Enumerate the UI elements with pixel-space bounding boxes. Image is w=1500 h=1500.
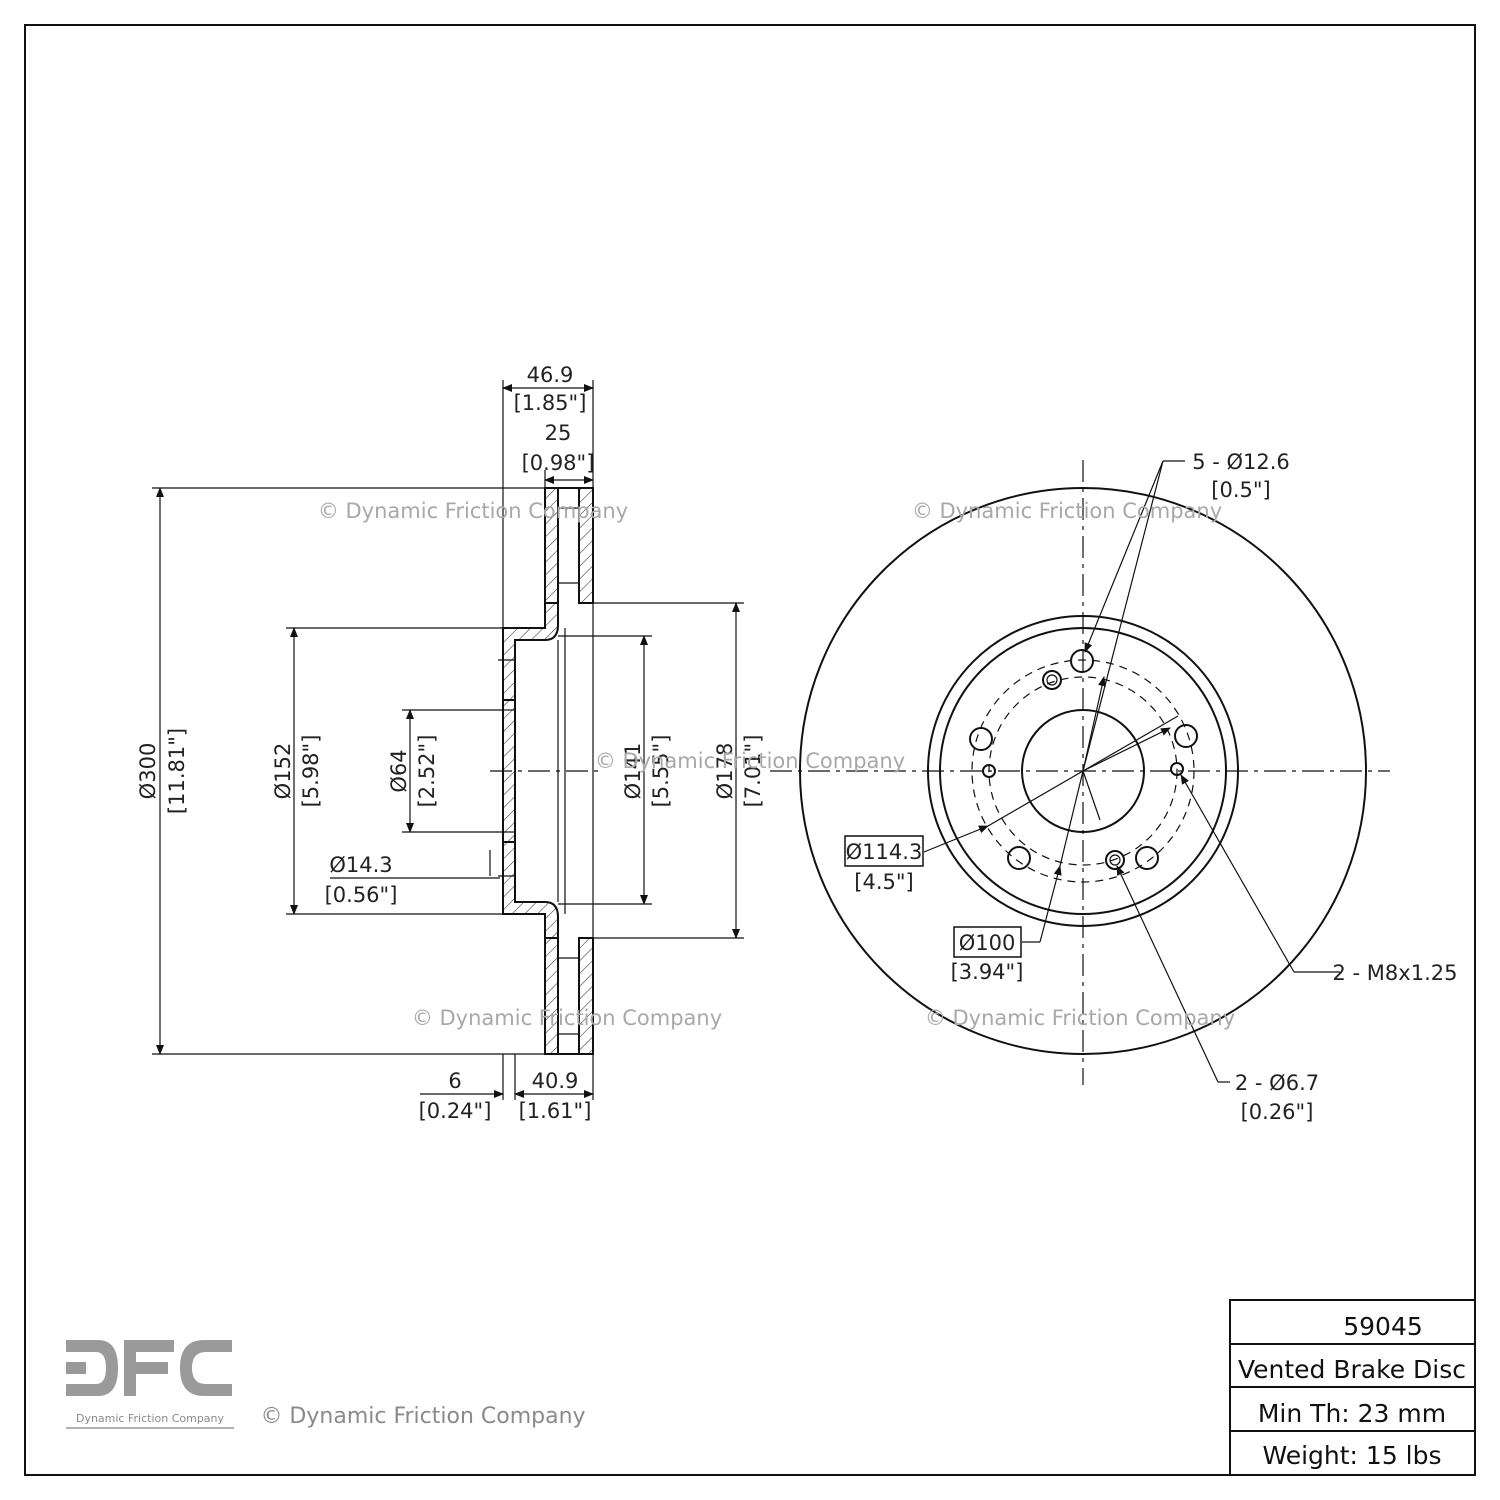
watermark-2: © Dynamic Friction Company	[912, 499, 1222, 523]
side-view	[490, 487, 600, 1055]
watermark-1: © Dynamic Friction Company	[318, 499, 628, 523]
logo-company-name: Dynamic Friction Company	[76, 1412, 225, 1425]
bolt-circle-1-in: [4.5"]	[854, 870, 913, 894]
center-bore-in: [2.52"]	[415, 735, 439, 808]
overall-width-mm: 46.9	[527, 363, 574, 387]
small-holes-mm: 2 - Ø6.7	[1235, 1071, 1319, 1095]
hat-diameter-mm: Ø152	[271, 743, 295, 800]
inner-diameter-in: [5.55"]	[649, 735, 673, 808]
overall-width-in: [1.85"]	[514, 391, 587, 415]
part-description: Vented Brake Disc	[1238, 1355, 1466, 1384]
hole-diameter-in: [0.56"]	[325, 883, 398, 907]
part-number: 59045	[1343, 1312, 1423, 1341]
rotor-thickness-in: [0.98"]	[522, 451, 595, 475]
bolt-circle-2-in: [3.94"]	[951, 960, 1024, 984]
min-thickness: Min Th: 23 mm	[1258, 1399, 1446, 1428]
dfc-logo	[66, 1340, 234, 1429]
weight: Weight: 15 lbs	[1262, 1441, 1441, 1470]
hat-thickness-mm: 6	[448, 1069, 461, 1093]
hat-thickness-in: [0.24"]	[419, 1099, 492, 1123]
side-dimension-lines	[152, 380, 744, 1100]
watermark-3: © Dynamic Friction Company	[595, 749, 905, 773]
drawing-frame	[24, 24, 1476, 1476]
bolt-circle-1-mm: Ø114.3	[846, 840, 923, 864]
watermark-4: © Dynamic Friction Company	[412, 1006, 722, 1030]
rotor-thickness-mm: 25	[545, 421, 572, 445]
hat-diameter-in: [5.98"]	[299, 735, 323, 808]
friction-inner-in: [7.01"]	[741, 735, 765, 808]
front-view	[770, 460, 1390, 1085]
watermark-5: © Dynamic Friction Company	[925, 1006, 1235, 1030]
offset-in: [1.61"]	[519, 1099, 592, 1123]
hole-diameter-mm: Ø14.3	[329, 853, 392, 877]
front-leader-lines	[923, 460, 1340, 1083]
lug-holes-mm: 5 - Ø12.6	[1192, 450, 1290, 474]
outer-diameter-in: [11.81"]	[165, 728, 189, 814]
bolt-circle-1-box	[844, 835, 924, 867]
bolt-circle-2-mm: Ø100	[959, 931, 1016, 955]
lug-holes-in: [0.5"]	[1211, 478, 1270, 502]
offset-mm: 40.9	[532, 1069, 579, 1093]
friction-inner-mm: Ø178	[713, 743, 737, 800]
inner-diameter-mm: Ø141	[621, 743, 645, 800]
bolt-circle-2-box	[953, 926, 1022, 958]
title-block	[1229, 1299, 1476, 1476]
outer-diameter-mm: Ø300	[136, 743, 160, 800]
threaded-holes-label: 2 - M8x1.25	[1333, 961, 1458, 985]
watermark-bottom: © Dynamic Friction Company	[260, 1404, 585, 1429]
center-bore-mm: Ø64	[387, 749, 411, 792]
small-holes-in: [0.26"]	[1241, 1100, 1314, 1124]
